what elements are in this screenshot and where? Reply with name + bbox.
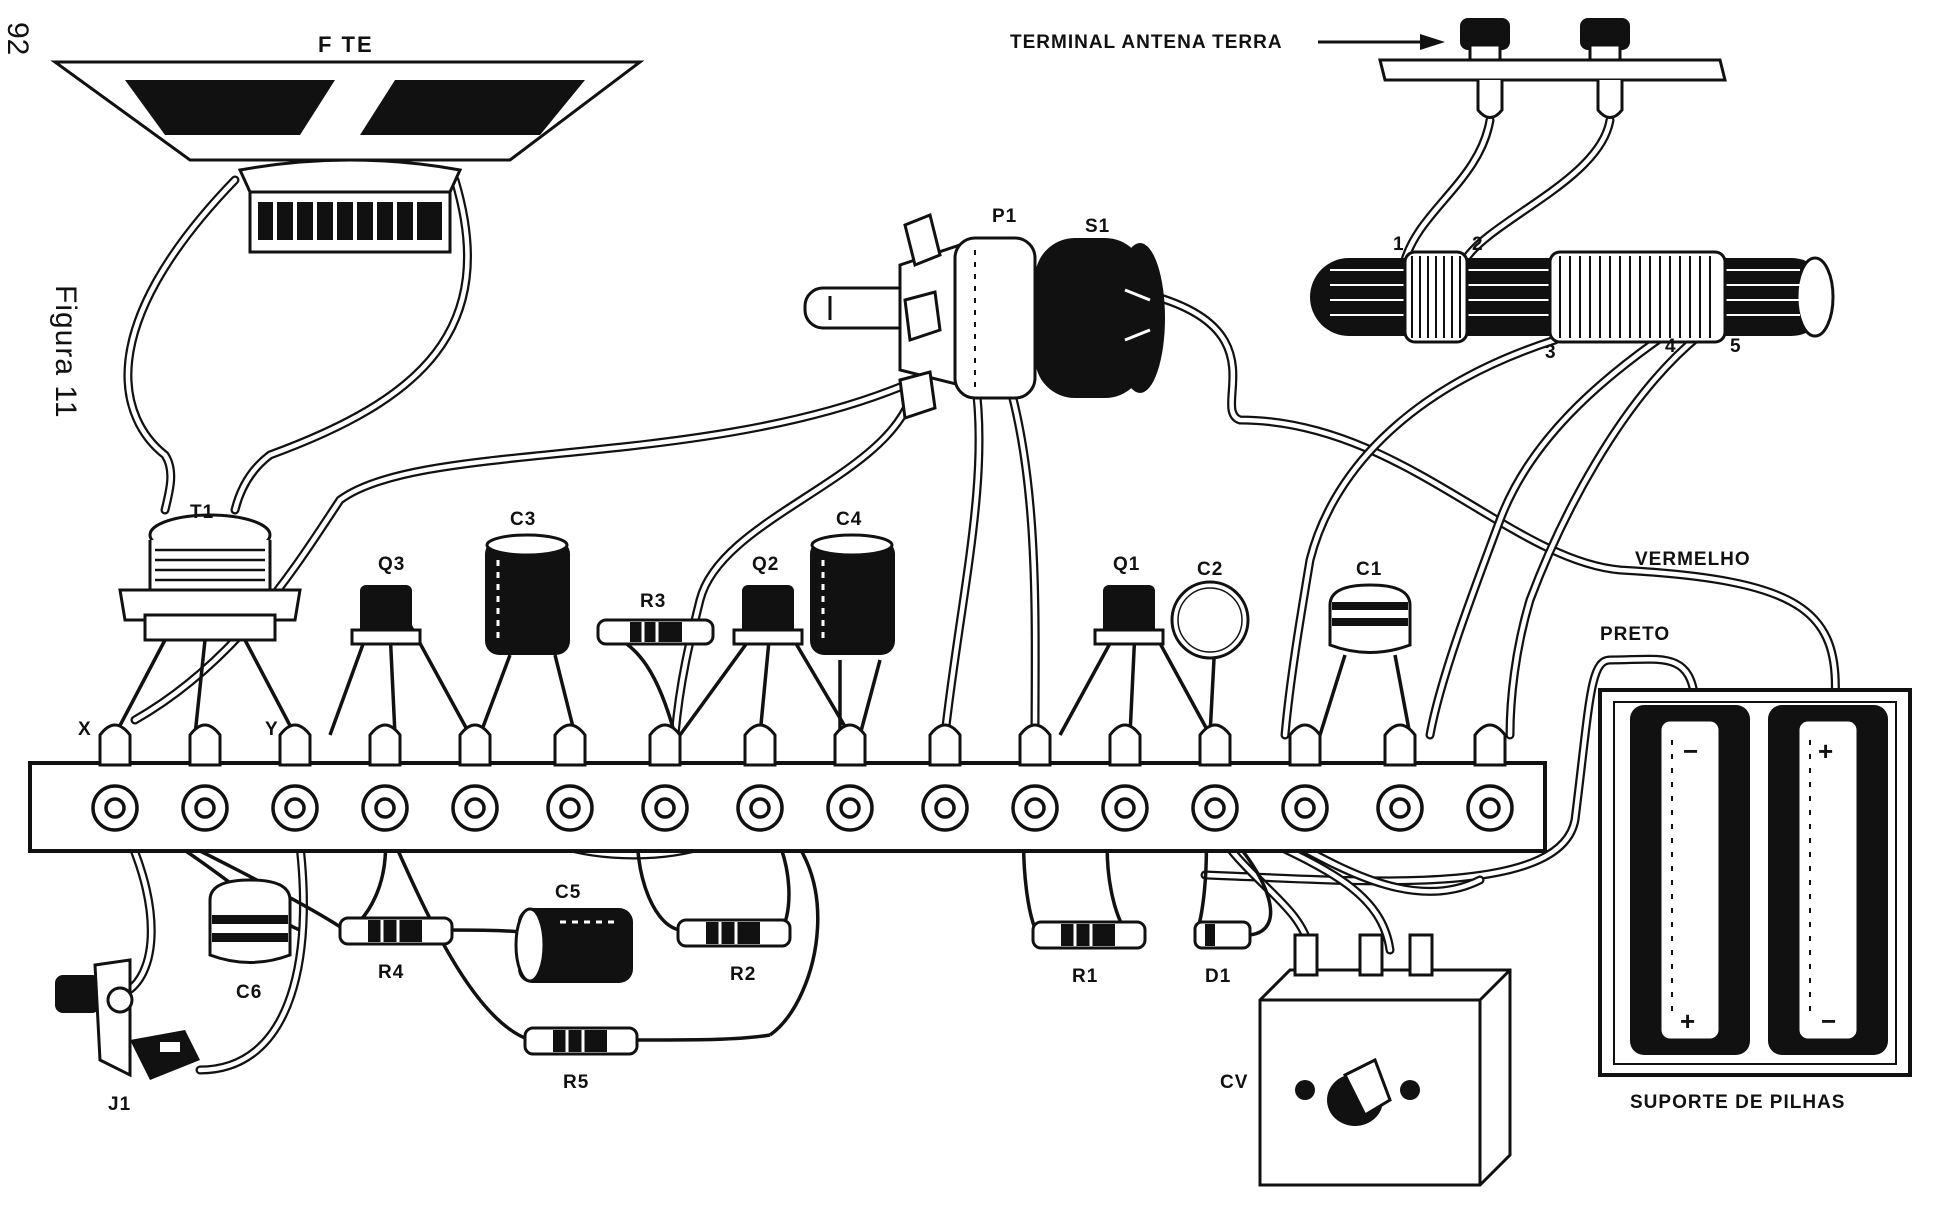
- coil-tap-4: 4: [1665, 336, 1677, 357]
- t1-label: T1: [190, 502, 214, 523]
- battery-right-plus: +: [1818, 736, 1833, 766]
- q3-label: Q3: [378, 554, 405, 575]
- terminal-strip: [28, 723, 1547, 853]
- resistor-r2: R2: [676, 918, 792, 985]
- r3-label: R3: [640, 591, 666, 612]
- battery-left-plus: +: [1680, 1006, 1695, 1036]
- terminal-eyelets: [91, 784, 1514, 832]
- battery-right: + −: [1768, 705, 1888, 1055]
- wire-black-label: PRETO: [1600, 624, 1670, 645]
- cv-label: CV: [1220, 1072, 1248, 1093]
- wire-coil-tap5: [1505, 330, 1705, 740]
- variable-capacitor-cv: CV: [1220, 933, 1512, 1187]
- c3-label: C3: [510, 509, 536, 530]
- battery-holder-label: SUPORTE DE PILHAS: [1630, 1092, 1845, 1113]
- q1-label: Q1: [1113, 554, 1140, 575]
- speaker-wire-left: [123, 175, 240, 515]
- wire-s1-to-battery-red: [1145, 290, 1840, 705]
- s1-label: S1: [1085, 216, 1110, 237]
- coil-tap-1: 1: [1393, 234, 1405, 255]
- c1-label: C1: [1356, 559, 1382, 580]
- wire-p1-to-lug10: [940, 375, 984, 740]
- coil-tap-3: 3: [1545, 342, 1557, 363]
- c5-label: C5: [555, 882, 581, 903]
- speaker-label: F TE: [318, 32, 374, 57]
- capacitor-c6: C6: [208, 878, 292, 1003]
- p1-label: P1: [992, 206, 1017, 227]
- wire-p1-to-strip: [670, 395, 915, 740]
- transistor-q3: Q3: [350, 554, 422, 646]
- antenna-terminal: TERMINAL ANTENA TERRA: [1010, 18, 1727, 119]
- battery-right-minus: −: [1821, 1006, 1836, 1036]
- battery-holder: − + + − SUPORTE DE PILHAS: [1598, 688, 1912, 1113]
- potentiometer-p1-switch-s1: P1 S1: [803, 206, 1165, 420]
- transistor-q2: Q2: [732, 554, 804, 646]
- coil-tap-2: 2: [1472, 234, 1484, 255]
- battery-left-minus: −: [1683, 736, 1698, 766]
- point-x-label: X: [78, 719, 92, 740]
- jack-j1: J1: [55, 958, 200, 1115]
- point-y-label: Y: [265, 719, 279, 740]
- wire-j1-right: [195, 805, 308, 1075]
- wire-antenna-1: [1400, 115, 1495, 265]
- coil-tap-5: 5: [1730, 336, 1742, 357]
- c4-label: C4: [836, 509, 862, 530]
- r4-label: R4: [378, 962, 404, 983]
- j1-label: J1: [108, 1094, 131, 1115]
- c6-label: C6: [236, 982, 262, 1003]
- c4-plus-mark: +: [846, 600, 859, 625]
- page-number: 92: [1, 22, 34, 55]
- wire-p1-to-lug11: [1000, 365, 1040, 740]
- capacitor-c4: + C4: [810, 509, 895, 655]
- wire-coil-tap3: [1280, 335, 1560, 740]
- speaker: F TE: [50, 32, 645, 254]
- capacitor-c5: + C5: [514, 882, 633, 983]
- capacitor-c3: + C3: [485, 509, 570, 655]
- figure-caption: Figura 11: [49, 285, 82, 419]
- r1-label: R1: [1072, 966, 1098, 987]
- transformer-t1: T1: [118, 502, 302, 642]
- c5-plus-mark: +: [598, 942, 611, 967]
- ferrite-coil: 1 2 3 4 5: [1310, 234, 1835, 363]
- diode-d1: D1: [1193, 920, 1252, 987]
- resistor-r1: R1: [1031, 920, 1147, 987]
- resistor-r3: R3: [596, 591, 715, 646]
- r5-label: R5: [563, 1072, 589, 1093]
- wire-red-label: VERMELHO: [1635, 549, 1751, 570]
- terminal-lugs: [98, 723, 1507, 767]
- resistor-r4: R4: [338, 916, 454, 983]
- capacitor-c1: C1: [1328, 559, 1412, 654]
- c2-label: C2: [1197, 559, 1223, 580]
- capacitor-c2: C2: [1170, 559, 1250, 660]
- resistor-r5: R5: [523, 1026, 639, 1093]
- wire-antenna-2: [1460, 115, 1615, 265]
- speaker-wire-right: [230, 175, 472, 515]
- c3-plus-mark: +: [520, 600, 533, 625]
- battery-left: − +: [1630, 705, 1750, 1055]
- r2-label: R2: [730, 964, 756, 985]
- wire-coil-tap4: [1425, 330, 1670, 740]
- q2-label: Q2: [752, 554, 779, 575]
- d1-label: D1: [1205, 966, 1231, 987]
- antenna-terminal-label: TERMINAL ANTENA TERRA: [1010, 32, 1283, 53]
- transistor-q1: Q1: [1093, 554, 1165, 646]
